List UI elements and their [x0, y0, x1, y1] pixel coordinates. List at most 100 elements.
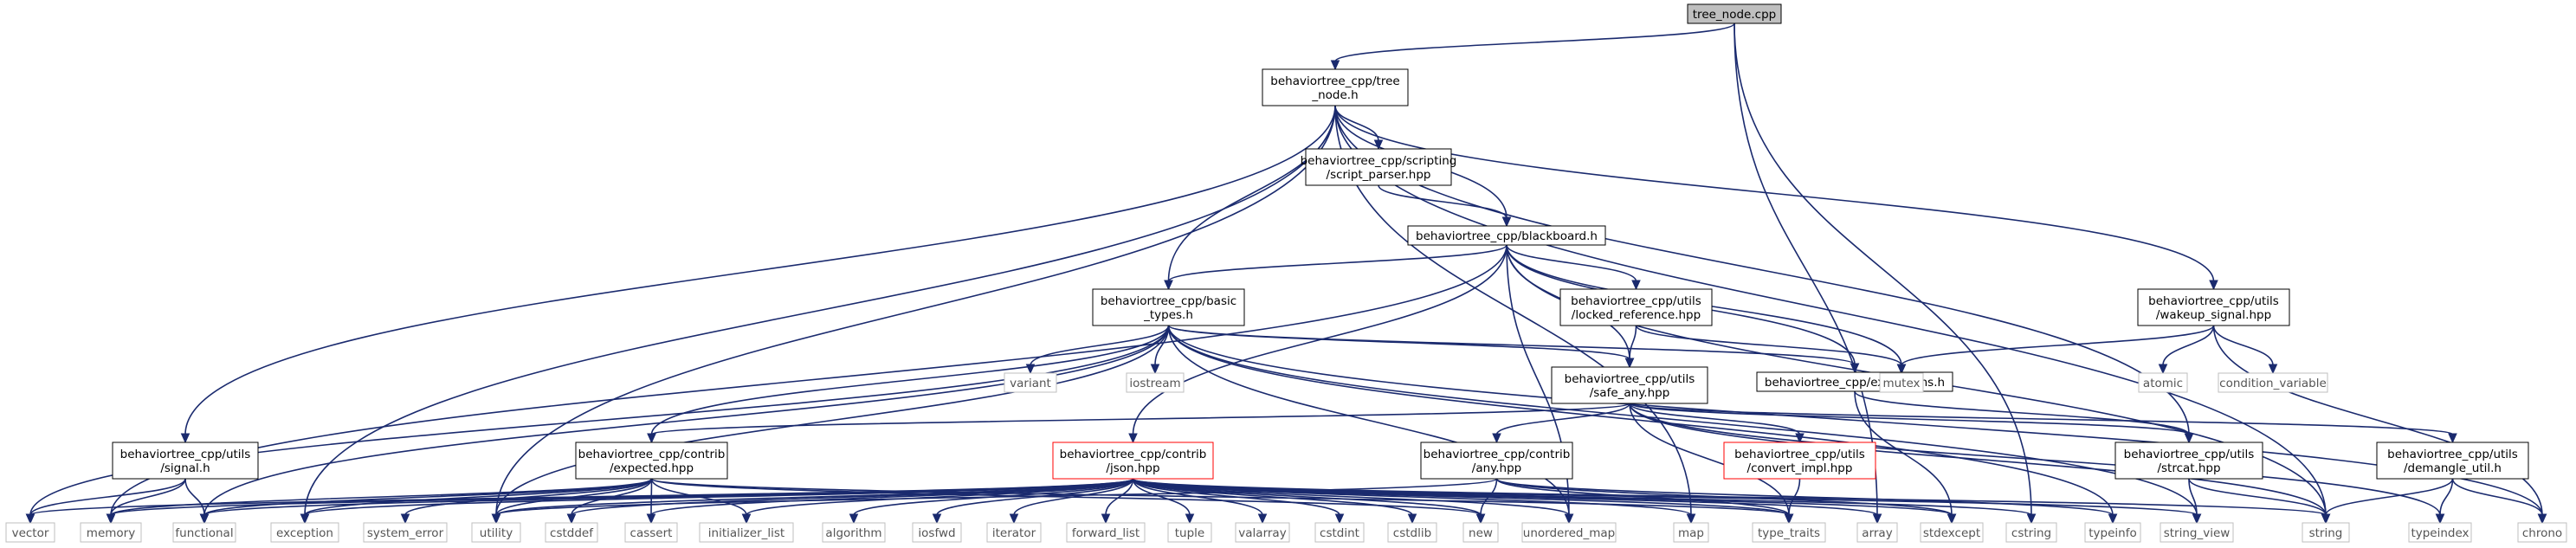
node-unordered-map[interactable]: unordered_map	[1521, 522, 1617, 543]
node-string[interactable]: string	[2302, 522, 2350, 543]
node-label: typeindex	[2411, 526, 2469, 540]
edge-json-to-initializer_list	[741, 478, 1134, 525]
node-label: atomic	[2143, 377, 2183, 390]
node-strcat[interactable]: behaviortree_cpp/utils/strcat.hpp	[2114, 442, 2263, 480]
node-label: array	[1862, 526, 1892, 540]
node-label: tuple	[1175, 526, 1204, 540]
node-label: vector	[12, 526, 49, 540]
node-tree-node-cpp[interactable]: tree_node.cpp	[1687, 3, 1782, 24]
node-variant[interactable]: variant	[1004, 372, 1057, 393]
node-cstring[interactable]: cstring	[2005, 522, 2057, 543]
node-label: new	[1469, 526, 1493, 540]
edge-safe_any-to-expected	[647, 403, 1630, 444]
node-label: behaviortree_cpp/contrib	[1060, 448, 1207, 461]
edge-expected-to-system_error	[400, 478, 653, 525]
edge-basic_types-to-expected	[647, 325, 1170, 444]
node-functional[interactable]: functional	[172, 522, 236, 543]
node-algorithm[interactable]: algorithm	[822, 522, 886, 543]
edge-any-to-typeinfo	[1495, 478, 2118, 525]
node-atomic[interactable]: atomic	[2138, 372, 2188, 393]
node-label: /json.hpp	[1106, 461, 1159, 475]
node-label: behaviortree_cpp/contrib	[1424, 448, 1571, 461]
node-label: mutex	[1882, 377, 1920, 390]
node-label: /convert_impl.hpp	[1747, 461, 1853, 475]
edge-blackboard-to-locked_reference	[1506, 244, 1641, 291]
edge-safe_any-to-demangle	[1629, 403, 2457, 444]
edge-convert_impl-to-type_traits	[1784, 478, 1801, 525]
node-convert-impl[interactable]: behaviortree_cpp/utils/convert_impl.hpp	[1723, 442, 1876, 480]
node-any[interactable]: behaviortree_cpp/contrib/any.hpp	[1420, 442, 1573, 480]
node-vector[interactable]: vector	[5, 522, 55, 543]
node-typeinfo[interactable]: typeinfo	[2084, 522, 2141, 543]
edge-tree_node_h-to-wakeup_signal	[1334, 105, 2218, 291]
node-label: iostream	[1129, 377, 1180, 390]
node-label: /locked_reference.hpp	[1572, 308, 1701, 322]
node-new[interactable]: new	[1462, 522, 1499, 543]
node-typeindex[interactable]: typeindex	[2408, 522, 2472, 543]
node-string-view[interactable]: string_view	[2160, 522, 2234, 543]
node-label: behaviortree_cpp/utils	[120, 448, 251, 461]
edge-basic_types-to-exceptions	[1167, 325, 1860, 374]
node-cassert[interactable]: cassert	[624, 522, 678, 543]
node-tree-node-h[interactable]: behaviortree_cpp/tree_node.h	[1262, 68, 1409, 106]
node-chrono[interactable]: chrono	[2517, 522, 2567, 543]
node-label: utility	[480, 526, 513, 540]
node-cstdlib[interactable]: cstdlib	[1387, 522, 1437, 543]
node-label: behaviortree_cpp/utils	[1565, 372, 1695, 386]
node-label: string	[2309, 526, 2343, 540]
node-label: tree_node.cpp	[1693, 8, 1776, 22]
node-exception[interactable]: exception	[270, 522, 339, 543]
node-stdexcept[interactable]: stdexcept	[1920, 522, 1984, 543]
node-label: cstring	[2011, 526, 2051, 540]
node-label: behaviortree_cpp/utils	[2124, 448, 2255, 461]
node-map[interactable]: map	[1673, 522, 1709, 543]
node-iosfwd[interactable]: iosfwd	[912, 522, 962, 543]
node-forward-list[interactable]: forward_list	[1066, 522, 1146, 543]
edge-demangle-to-string	[2321, 478, 2454, 525]
node-basic-types[interactable]: behaviortree_cpp/basic_types.h	[1092, 288, 1245, 326]
node-expected[interactable]: behaviortree_cpp/contrib/expected.hpp	[575, 442, 728, 480]
node-label: type_traits	[1758, 526, 1820, 540]
node-valarray[interactable]: valarray	[1235, 522, 1290, 543]
node-cstdint[interactable]: cstdint	[1314, 522, 1365, 543]
node-array[interactable]: array	[1856, 522, 1898, 543]
edge-safe_any-to-any	[1492, 403, 1630, 444]
edge-json-to-unordered_map	[1132, 478, 1574, 525]
edge-wakeup_signal-to-condition_variable	[2212, 325, 2278, 375]
node-condition-variable[interactable]: condition_variable	[2218, 372, 2328, 393]
node-locked-reference[interactable]: behaviortree_cpp/utils/locked_reference.…	[1559, 288, 1713, 326]
node-iterator[interactable]: iterator	[986, 522, 1042, 543]
node-label: cstdint	[1320, 526, 1359, 540]
node-label: iosfwd	[918, 526, 955, 540]
node-label: _node.h	[1311, 88, 1358, 102]
node-safe-any[interactable]: behaviortree_cpp/utils/safe_any.hpp	[1551, 366, 1708, 404]
node-label: /wakeup_signal.hpp	[2156, 308, 2271, 322]
node-utility[interactable]: utility	[471, 522, 521, 543]
edge-any-to-stdexcept	[1495, 478, 1957, 525]
node-label: cstddef	[550, 526, 594, 540]
node-wakeup-signal[interactable]: behaviortree_cpp/utils/wakeup_signal.hpp	[2137, 288, 2290, 326]
edge-json-to-forward_list	[1101, 478, 1134, 525]
node-system-error[interactable]: system_error	[363, 522, 448, 543]
node-cstddef[interactable]: cstddef	[545, 522, 598, 543]
node-initializer-list[interactable]: initializer_list	[699, 522, 794, 543]
node-blackboard[interactable]: behaviortree_cpp/blackboard.h	[1407, 225, 1606, 246]
node-label: behaviortree_cpp/utils	[1734, 448, 1865, 461]
node-mutex[interactable]: mutex	[1879, 372, 1924, 393]
node-script-parser[interactable]: behaviortree_cpp/scripting/script_parser…	[1301, 148, 1457, 186]
edge-tree_node_h-to-script_parser	[1334, 105, 1384, 151]
node-demangle[interactable]: behaviortree_cpp/utils/demangle_util.h	[2376, 442, 2529, 480]
node-memory[interactable]: memory	[80, 522, 142, 543]
node-json[interactable]: behaviortree_cpp/contrib/json.hpp	[1052, 442, 1214, 480]
edge-safe_any-to-convert_impl	[1629, 403, 1804, 444]
edge-locked_reference-to-safe_any	[1624, 325, 1637, 369]
node-label: cassert	[630, 526, 673, 540]
node-signal[interactable]: behaviortree_cpp/utils/signal.h	[112, 442, 259, 480]
node-tuple[interactable]: tuple	[1167, 522, 1212, 543]
edge-wakeup_signal-to-atomic	[2158, 325, 2215, 375]
edge-demangle-to-typeindex	[2435, 478, 2454, 525]
edge-json-to-iosfwd	[932, 478, 1134, 525]
node-iostream[interactable]: iostream	[1126, 372, 1185, 393]
node-type-traits[interactable]: type_traits	[1752, 522, 1826, 543]
